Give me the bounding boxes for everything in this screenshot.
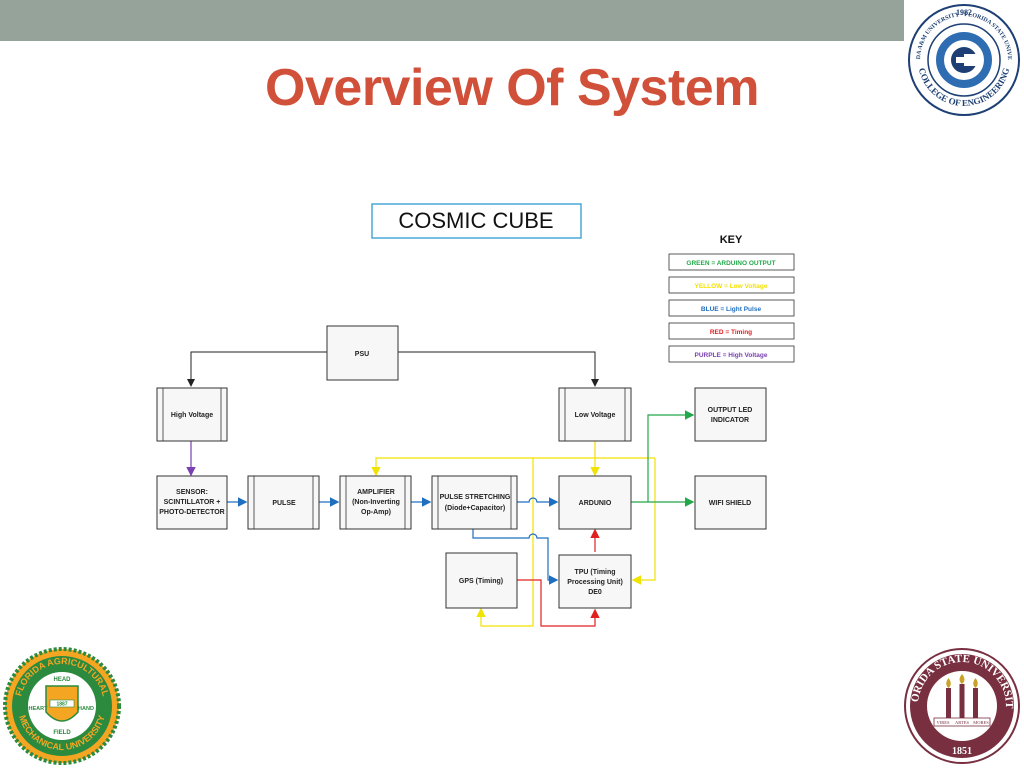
svg-text:TPU (Timing: TPU (Timing [574, 569, 615, 576]
block-pulse-stretching: PULSE STRETCHING (Diode+Capacitor) [431, 475, 518, 530]
svg-text:PULSE STRETCHING: PULSE STRETCHING [440, 494, 511, 501]
psu-to-high-voltage-line [187, 351, 327, 387]
fsu-seal-logo: FLORIDA STATE UNIVERSITY 1851 VIRES ARTE… [902, 646, 1022, 766]
svg-text:PURPLE = High Voltage: PURPLE = High Voltage [694, 352, 767, 359]
key-item-green: GREEN = ARDUINO OUTPUT [668, 253, 795, 271]
psu-to-low-voltage-line [398, 351, 599, 387]
svg-text:Processing Unit): Processing Unit) [567, 579, 623, 586]
diagram-title: COSMIC CUBE [398, 208, 553, 233]
key-item-purple: PURPLE = High Voltage [668, 345, 795, 363]
block-output-led-indicator: OUTPUT LED INDICATOR [694, 387, 767, 442]
pulse-stretching-to-tpu-line [472, 528, 559, 585]
famu-hand: HAND [78, 706, 94, 712]
svg-text:GREEN = ARDUINO OUTPUT: GREEN = ARDUINO OUTPUT [686, 260, 775, 267]
key-item-red: RED = Timing [668, 322, 795, 340]
svg-text:RED = Timing: RED = Timing [710, 329, 752, 336]
block-gps: GPS (Timing) [445, 552, 518, 609]
famu-seal-logo: FLORIDA AGRICULTURAL MECHANICAL UNIVERSI… [2, 646, 122, 766]
block-sensor: SENSOR: SCINTILLATOR + PHOTO-DETECTOR [156, 475, 228, 530]
low-voltage-to-gps-line [476, 458, 534, 627]
svg-text:ARDUNIO: ARDUNIO [579, 500, 612, 507]
block-arduino: ARDUNIO [558, 475, 632, 530]
diagram-title-box [371, 203, 582, 239]
college-of-engineering-logo: FLORIDA A&M UNIVERSITY · FLORIDA STATE U… [906, 2, 1022, 118]
svg-text:Op-Amp): Op-Amp) [361, 509, 391, 516]
college-logo-year: 1982 [956, 8, 972, 17]
svg-text:(Diode+Capacitor): (Diode+Capacitor) [445, 505, 505, 512]
block-tpu: TPU (Timing Processing Unit) DE0 [558, 554, 632, 609]
svg-text:YELLOW = Low Voltage: YELLOW = Low Voltage [694, 283, 767, 290]
block-amplifier: AMPLIFIER (Non-Inverting Op-Amp) [339, 475, 412, 530]
famu-year: 1887 [56, 702, 67, 708]
svg-text:PHOTO-DETECTOR: PHOTO-DETECTOR [159, 509, 224, 516]
gps-to-tpu-line [517, 579, 600, 627]
svg-text:AMPLIFIER: AMPLIFIER [357, 489, 395, 496]
svg-text:PSU: PSU [355, 351, 369, 358]
svg-text:OUTPUT LED: OUTPUT LED [708, 407, 753, 414]
svg-text:High Voltage: High Voltage [171, 412, 213, 419]
block-pulse: PULSE [247, 475, 320, 530]
block-high-voltage: High Voltage [156, 387, 228, 442]
svg-text:Low Voltage: Low Voltage [575, 412, 616, 419]
svg-text:PULSE: PULSE [272, 500, 296, 507]
key-heading: KEY [720, 234, 743, 246]
block-low-voltage: Low Voltage [558, 387, 632, 442]
block-wifi-shield: WIFI SHIELD [694, 475, 767, 530]
fsu-banner-mores: MORES [973, 720, 989, 725]
key-item-yellow: YELLOW = Low Voltage [668, 276, 795, 294]
fsu-banner-vires: VIRES [936, 720, 949, 725]
low-voltage-to-amplifier-line [371, 457, 655, 477]
slide-title: Overview Of System [265, 59, 759, 117]
famu-head: HEAD [53, 677, 71, 683]
svg-text:(Non-Inverting: (Non-Inverting [352, 499, 400, 506]
svg-text:SCINTILLATOR +: SCINTILLATOR + [164, 499, 221, 506]
svg-text:GPS (Timing): GPS (Timing) [459, 578, 503, 585]
svg-text:DE0: DE0 [588, 589, 602, 596]
svg-text:BLUE = Light Pulse: BLUE = Light Pulse [701, 306, 762, 313]
arduino-to-output-led-line [647, 410, 695, 502]
block-psu: PSU [326, 325, 399, 381]
svg-text:INDICATOR: INDICATOR [711, 417, 749, 424]
pulse-stretching-to-arduino-line [517, 497, 559, 507]
fsu-year: 1851 [952, 746, 972, 757]
top-bar [0, 0, 904, 41]
svg-text:WIFI SHIELD: WIFI SHIELD [709, 500, 751, 507]
svg-text:SENSOR:: SENSOR: [176, 489, 208, 496]
fsu-banner-artes: ARTES [955, 720, 969, 725]
famu-field: FIELD [53, 730, 71, 736]
low-voltage-to-tpu-line [631, 458, 656, 585]
famu-heart: HEART [29, 706, 49, 712]
key-item-blue: BLUE = Light Pulse [668, 299, 795, 317]
